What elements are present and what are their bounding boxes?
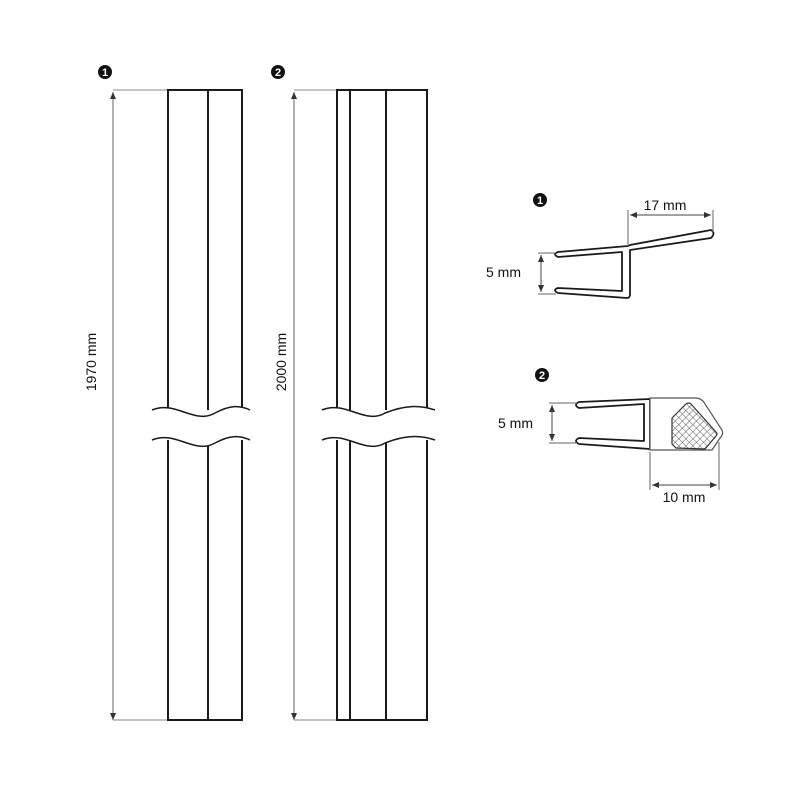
badge-1-icon [98,65,112,79]
section-2-cross-section: 2 10 mm 5 mm [498,368,724,505]
section-2-glass-label: 5 mm [498,415,533,431]
section-1-cross-section: 1 17 mm 5 mm [486,193,715,299]
break-line-2 [321,405,436,448]
profile-2-badge: 2 [275,67,281,79]
profile-1-elevation: 1 1970 mm [83,65,251,721]
profile-1-length-label: 1970 mm [83,333,99,391]
section-1-glass-label: 5 mm [486,264,521,280]
badge-2-icon [271,65,285,79]
u-channel-seal-1 [554,229,715,299]
magnet-strip [671,402,718,450]
u-channel-seal-2 [575,398,651,450]
section-2-badge: 2 [539,370,545,382]
profile-1-badge: 1 [102,67,108,79]
profile-2-length-label: 2000 mm [273,333,289,391]
profile-2-elevation: 2 2000 mm [271,65,436,721]
break-line-1 [151,405,251,448]
section-1-width-label: 17 mm [644,197,687,213]
section-1-badge: 1 [537,195,543,207]
section-2-width-label: 10 mm [663,489,706,505]
